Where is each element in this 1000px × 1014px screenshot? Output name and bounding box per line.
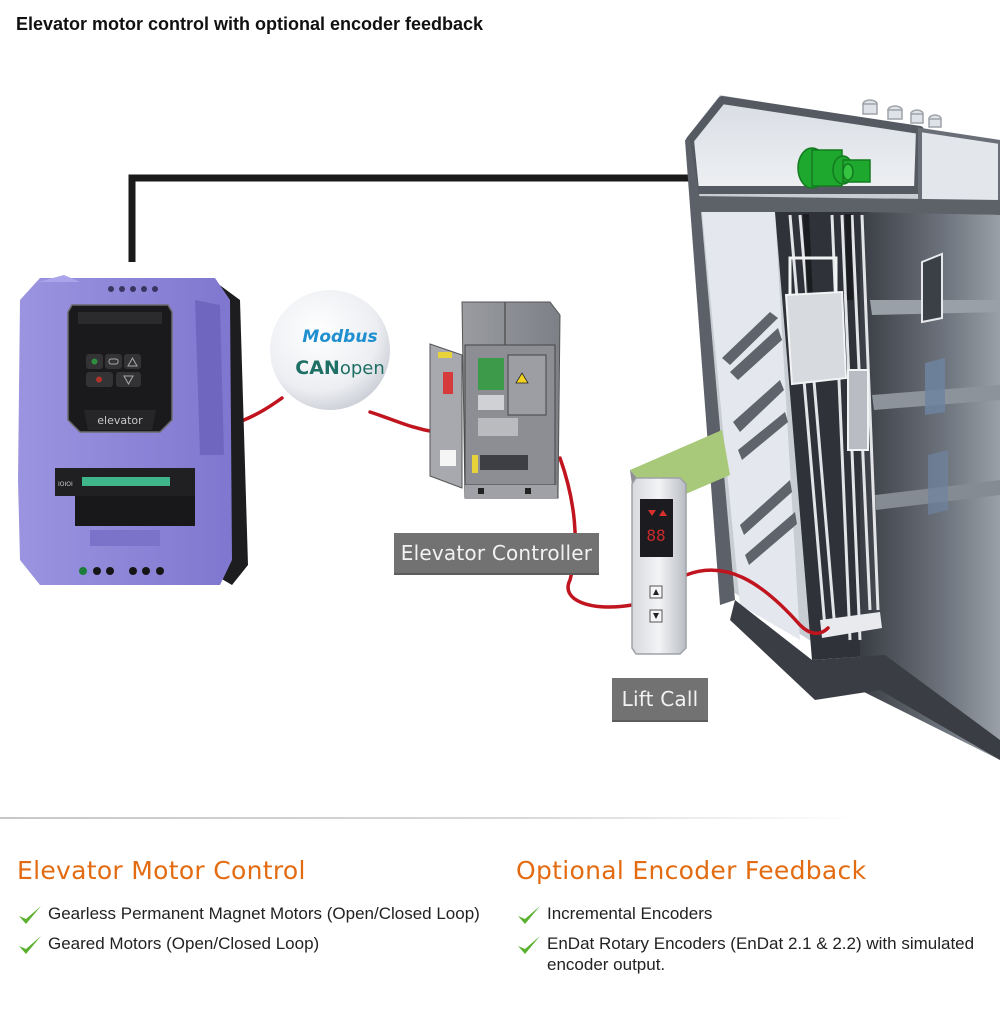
section-encoder-feedback: Optional Encoder Feedback Incremental En…	[516, 856, 986, 984]
canopen-bold: CAN	[295, 357, 340, 379]
lift-call-floor-display: 88	[646, 526, 665, 545]
list-item: EnDat Rotary Encoders (EnDat 2.1 & 2.2) …	[516, 933, 986, 975]
terminal-label: IOIOI	[58, 481, 73, 488]
checkmark-icon	[19, 906, 41, 924]
elevator-controller-label: Elevator Controller	[394, 533, 599, 575]
lift-call-label: Lift Call	[612, 678, 708, 722]
roof-vents	[862, 99, 942, 128]
feature-list: Incremental Encoders EnDat Rotary Encode…	[516, 903, 986, 975]
section-heading: Elevator Motor Control	[17, 856, 306, 885]
section-motor-control: Elevator Motor Control Gearless Permanen…	[17, 856, 487, 963]
protocol-bubble: Modbus CANopen	[270, 290, 390, 410]
keypad-buttons	[86, 354, 141, 387]
list-item: Gearless Permanent Magnet Motors (Open/C…	[17, 903, 487, 924]
traction-motor	[797, 147, 871, 189]
feature-list: Gearless Permanent Magnet Motors (Open/C…	[17, 903, 487, 954]
checkmark-icon	[19, 936, 41, 954]
list-item-text: Gearless Permanent Magnet Motors (Open/C…	[48, 904, 480, 923]
canopen-light: open	[340, 358, 385, 379]
checkmark-icon	[518, 936, 540, 954]
building-illustration	[630, 95, 1000, 760]
section-divider	[0, 817, 860, 819]
section-heading: Optional Encoder Feedback	[516, 856, 867, 885]
list-item-text: Geared Motors (Open/Closed Loop)	[48, 934, 320, 953]
list-item: Incremental Encoders	[516, 903, 986, 924]
page-title: Elevator motor control with optional enc…	[16, 14, 484, 34]
motor-drive-unit: elevator IOIOI	[18, 275, 248, 585]
drive-brand-label: elevator	[97, 414, 143, 427]
elevator-system-diagram: elevator IOIOI Modbus CANopen	[18, 95, 1000, 760]
list-item: Geared Motors (Open/Closed Loop)	[17, 933, 487, 954]
motor-cable	[128, 174, 810, 262]
checkmark-icon	[518, 906, 540, 924]
elevator-car	[784, 256, 869, 451]
list-item-text: EnDat Rotary Encoders (EnDat 2.1 & 2.2) …	[547, 934, 975, 974]
control-cables	[242, 396, 830, 635]
lift-call-panel: 88	[631, 477, 687, 655]
stairs	[722, 312, 797, 565]
list-item-text: Incremental Encoders	[547, 904, 713, 923]
svg-text:CANopen: CANopen	[295, 357, 384, 379]
elevator-controller-cabinet	[429, 301, 561, 499]
modbus-label: Modbus	[302, 327, 377, 347]
